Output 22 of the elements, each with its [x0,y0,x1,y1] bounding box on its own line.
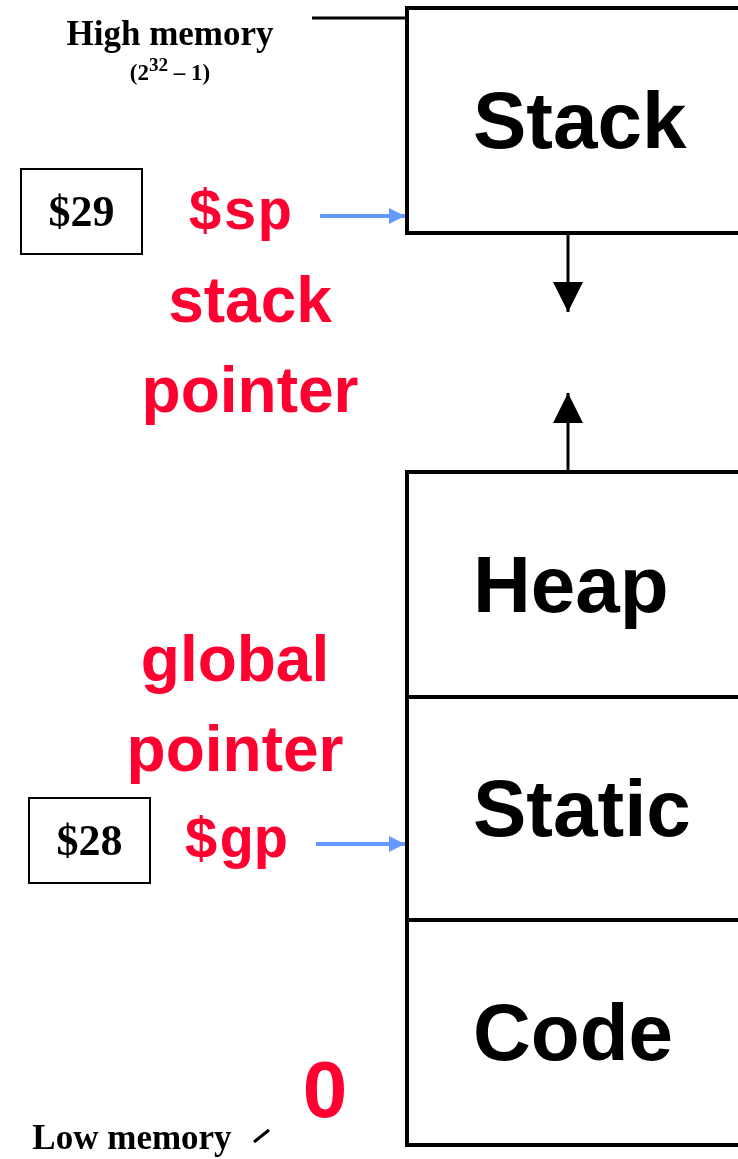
segment-label: Stack [473,80,687,161]
pointer-label: global pointer [125,622,345,787]
arrow [553,235,583,312]
arrow [316,836,405,852]
register-box [28,797,151,884]
stack-segment [405,6,738,235]
segment-label: $29 [48,189,115,234]
leader-line [253,1128,270,1144]
arrow [320,208,405,224]
register-name: $sp [187,185,293,243]
leader-line [312,16,405,20]
register-box [20,168,143,255]
register-name: $gp [183,813,289,871]
address-value: (2$^{32}$ – 1) [129,53,211,85]
memory-label: Low memory [32,1118,232,1158]
segment-label: Static [473,768,691,849]
pointer-label: stack pointer [140,263,360,428]
arrow [553,393,583,470]
memory-label: High memory [66,15,274,54]
address-value: 0 [301,1050,349,1130]
segment-label: Code [473,992,673,1073]
segment-label: $28 [56,818,123,863]
